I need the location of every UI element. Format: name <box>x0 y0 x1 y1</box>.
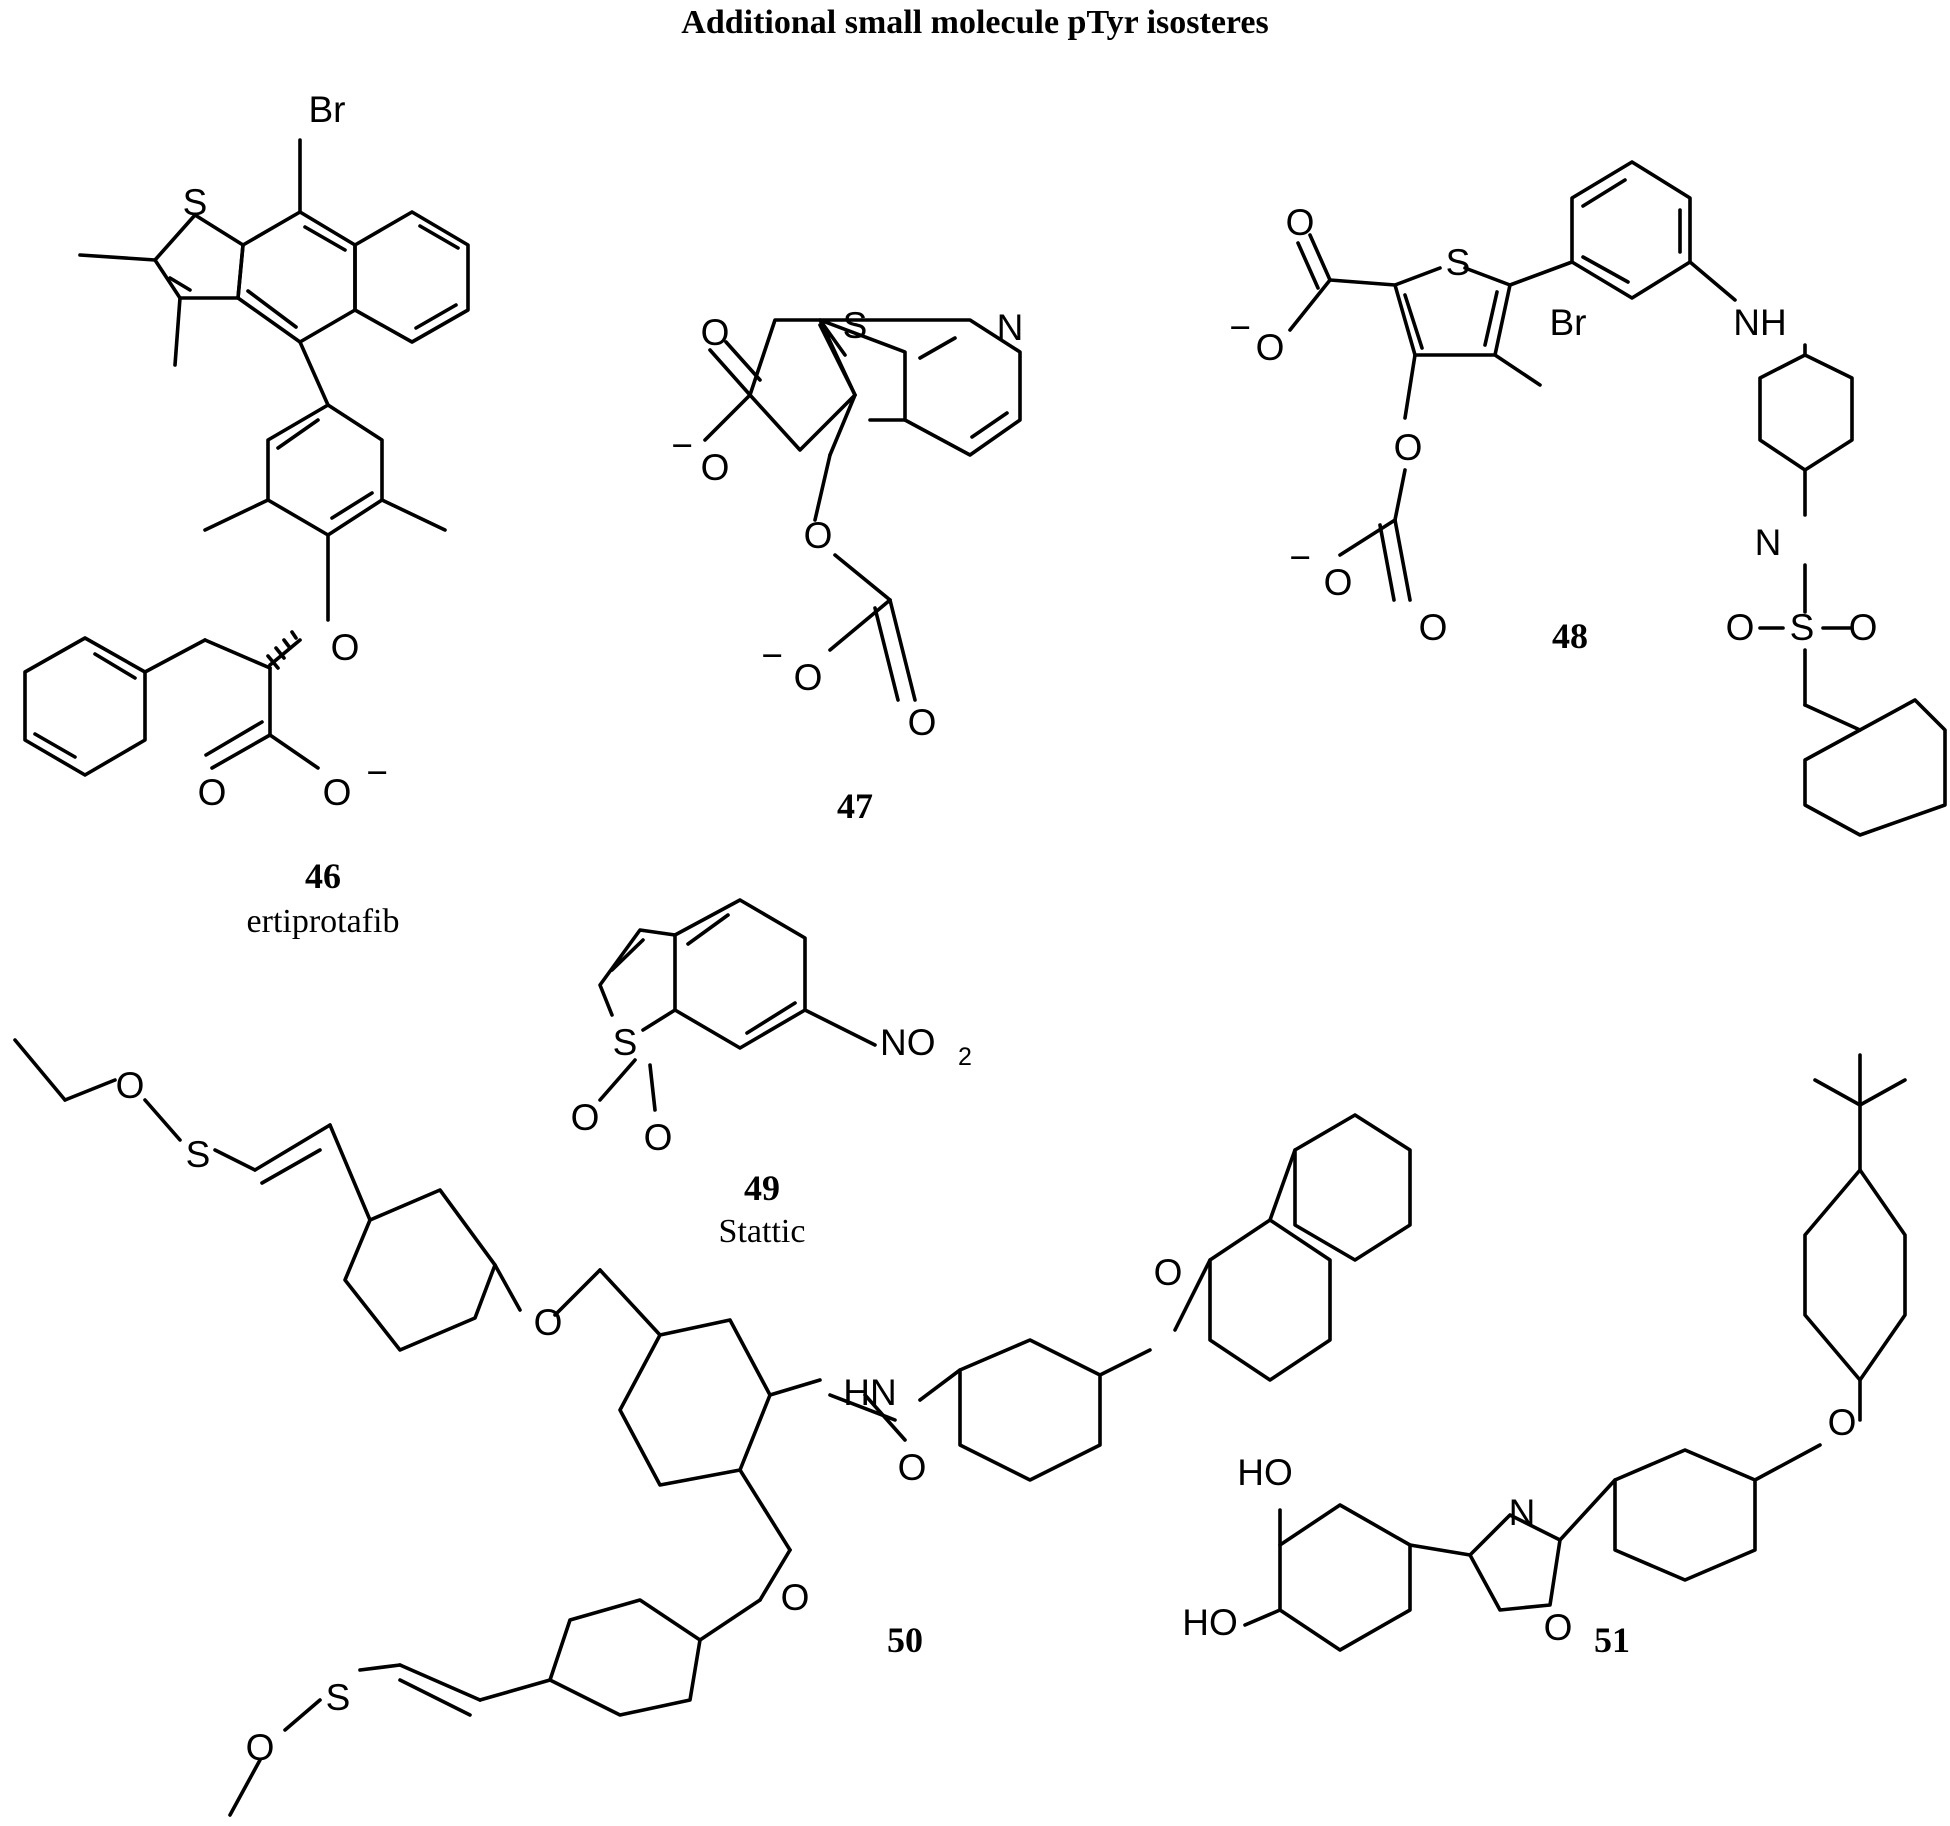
atom-label-s-47: S <box>843 305 868 346</box>
atom-label-o-50-ether-3: O <box>781 1577 810 1618</box>
compound-50-structure <box>13 1038 1412 1817</box>
atom-label-br-46: Br <box>309 89 346 130</box>
charge-minus-47b: − <box>761 635 783 676</box>
atom-label-hn-50: HN <box>843 1372 896 1413</box>
compound-49-structure <box>598 898 877 1112</box>
charge-minus-46: − <box>366 752 388 793</box>
compound-47-structure <box>703 318 1022 702</box>
atom-label-s-49: S <box>613 1022 638 1063</box>
atom-label-o-48-ether: O <box>1394 427 1423 468</box>
atom-label-o-51-oxazole: O <box>1544 1607 1573 1648</box>
atom-label-s-48: S <box>1446 242 1471 283</box>
atom-label-o-48-anion-2: O <box>1324 562 1353 603</box>
atom-label-o-50-amide: O <box>898 1447 927 1488</box>
atom-label-br-48: Br <box>1550 302 1587 343</box>
atom-label-o-50-ester-top: O <box>116 1065 145 1106</box>
atom-label-n-48: N <box>1755 522 1782 563</box>
atom-label-o-47-carbonyl: O <box>701 312 730 353</box>
atom-label-o-47-anion-2: O <box>794 657 823 698</box>
atom-label-o-50-ether-1: O <box>534 1302 563 1343</box>
atom-label-ho-51-a: HO <box>1237 1452 1293 1493</box>
atom-label-o-48-carbonyl-2: O <box>1419 607 1448 648</box>
atom-label-o-48-carbonyl: O <box>1286 202 1315 243</box>
figure-title: Additional small molecule pTyr isosteres <box>681 4 1269 41</box>
atom-label-o-49-a: O <box>571 1097 600 1138</box>
compound-number-49: 49 <box>744 1168 780 1208</box>
atom-label-o-47-carbonyl-2: O <box>908 702 937 743</box>
charge-minus-47a: − <box>671 425 693 466</box>
atom-label-nh-48: NH <box>1733 302 1786 343</box>
compound-number-47: 47 <box>837 786 873 826</box>
atom-label-o-47-ether: O <box>804 515 833 556</box>
atom-label-s-50-bottom: S <box>326 1677 351 1718</box>
atom-label-o-48-anion: O <box>1256 327 1285 368</box>
atom-label-o-48-sulfonyl-b: O <box>1849 607 1878 648</box>
atom-label-o-46-carbonyl: O <box>198 772 227 813</box>
atom-label-ho-51-b: HO <box>1182 1602 1238 1643</box>
compound-number-48: 48 <box>1552 616 1588 656</box>
atom-label-n-51: N <box>1509 1492 1536 1533</box>
atom-label-o-46-ether: O <box>331 627 360 668</box>
atom-label-s-48-sulfonyl: S <box>1790 607 1815 648</box>
atom-label-o-49-b: O <box>644 1117 673 1158</box>
atom-label-s-46: S <box>183 182 208 223</box>
atom-label-o-51-ether: O <box>1828 1402 1857 1443</box>
atom-label-o-48-sulfonyl-a: O <box>1726 607 1755 648</box>
charge-minus-48a: − <box>1229 307 1251 348</box>
compound-name-49: Stattic <box>719 1213 806 1250</box>
compound-51-structure <box>1243 1053 1907 1652</box>
compound-name-46: ertiprotafib <box>247 903 400 940</box>
atom-label-no2-subscript-49: 2 <box>958 1043 972 1071</box>
compound-number-46: 46 <box>305 856 341 896</box>
compound-number-51: 51 <box>1594 1620 1630 1660</box>
atom-label-o-46-anion: O <box>323 772 352 813</box>
atom-label-o-47-anion: O <box>701 447 730 488</box>
atom-label-no2-49: NO <box>880 1022 936 1063</box>
atom-label-o-50-ester-bottom: O <box>246 1727 275 1768</box>
compound-46-structure <box>23 138 470 777</box>
atom-label-s-50-top: S <box>186 1134 211 1175</box>
compound-48-structure <box>1288 160 1947 837</box>
charge-minus-48b: − <box>1289 537 1311 578</box>
compound-number-50: 50 <box>887 1620 923 1660</box>
atom-label-n-47: N <box>997 307 1024 348</box>
atom-label-o-50-ether-2: O <box>1154 1252 1183 1293</box>
